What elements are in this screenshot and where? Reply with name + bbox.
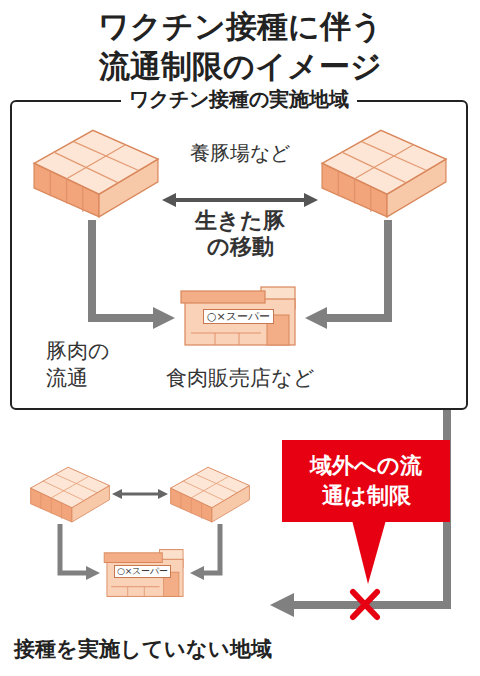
callout-pointer (352, 520, 386, 584)
title: ワクチン接種に伴う 流通制限のイメージ (95, 6, 385, 86)
pig-farm-illustration (30, 122, 162, 220)
flow-arrow (117, 493, 163, 496)
cross-mark (353, 592, 377, 617)
node-label: 食肉販売店など (166, 365, 315, 391)
region-heading: 接種を実施していない地域 (14, 635, 272, 663)
store-sign: ○×スーパー (203, 309, 274, 324)
text-label: 豚肉の流通 (46, 338, 116, 392)
pig-farm-illustration (28, 462, 112, 524)
edge-label: 生きた豚の移動 (192, 208, 288, 260)
pig-farm-illustration (318, 122, 450, 220)
meat-store: ○×スーパー食肉販売店など (175, 285, 305, 347)
flow-arrow (60, 524, 93, 573)
region-area: 接種を実施していない地域 ○×スーパー (10, 455, 270, 665)
flow-arrow (282, 410, 447, 605)
flow-arrow (169, 198, 311, 202)
text-label: 養豚場など (175, 140, 305, 166)
pig-farm-illustration (168, 462, 252, 524)
flow-arrow (197, 524, 220, 573)
meat-store: ○×スーパー (100, 548, 190, 598)
pig-farm (30, 122, 162, 220)
pig-farm (318, 122, 450, 220)
callout-text: 域外への流通は制限 (282, 451, 450, 511)
flow-arrow (92, 220, 164, 318)
store-sign: ○×スーパー (114, 565, 171, 578)
region-box: ワクチン接種の実施地域○×スーパー食肉販売店など (10, 100, 468, 410)
pig-farm (28, 462, 112, 524)
flow-arrow (316, 220, 388, 318)
callout-box: 域外への流通は制限 (282, 440, 450, 522)
pig-farm (168, 462, 252, 524)
region-heading: ワクチン接種の実施地域 (121, 86, 357, 112)
